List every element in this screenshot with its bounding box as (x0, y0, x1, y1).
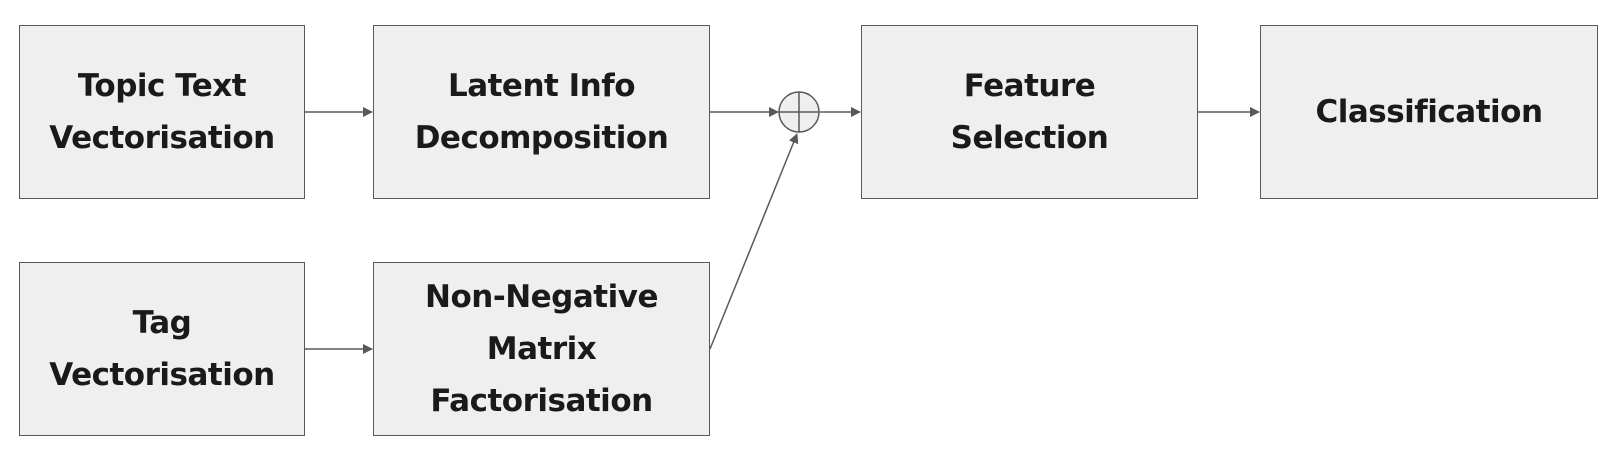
arrow-nmf-to-sum (709, 133, 799, 350)
node-latent-info-decomposition: Latent Info Decomposition (373, 25, 710, 199)
node-non-negative-matrix-factorisation: Non-Negative Matrix Factorisation (373, 262, 710, 436)
node-topic-text-vectorisation: Topic Text Vectorisation (19, 25, 305, 199)
node-label: Tag Vectorisation (49, 305, 275, 393)
node-feature-selection: Feature Selection (861, 25, 1198, 199)
node-label: Topic Text Vectorisation (49, 68, 275, 156)
node-label: Feature Selection (950, 68, 1109, 156)
circle-plus-icon (778, 91, 820, 133)
node-classification: Classification (1260, 25, 1598, 199)
node-label: Non-Negative Matrix Factorisation (425, 279, 658, 419)
node-tag-vectorisation: Tag Vectorisation (19, 262, 305, 436)
node-label: Latent Info Decomposition (414, 68, 669, 156)
node-label: Classification (1315, 94, 1543, 130)
